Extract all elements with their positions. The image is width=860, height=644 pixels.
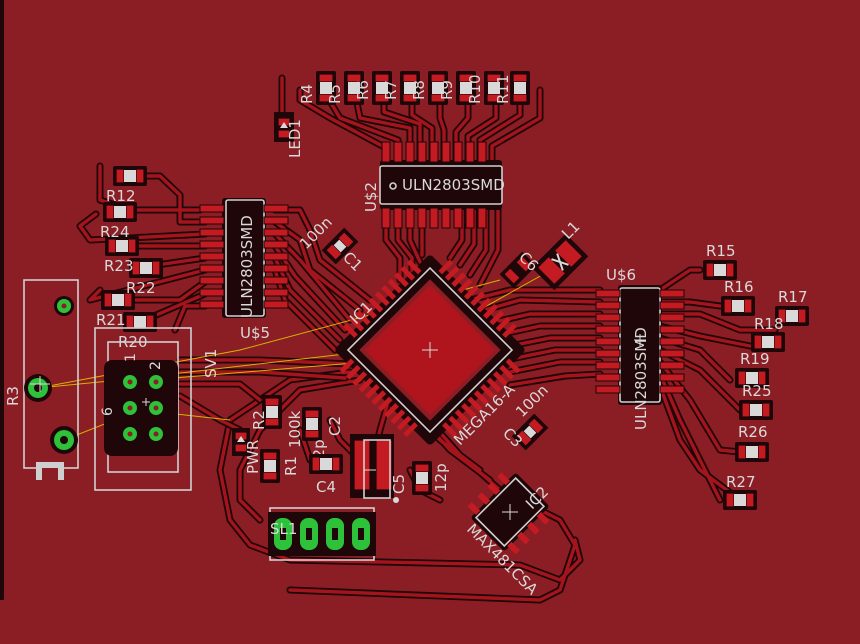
r4-label: R4 xyxy=(298,84,316,104)
pwr-label: PWR xyxy=(244,440,262,474)
r6-label: R6 xyxy=(354,80,372,100)
capacitor-c4[interactable]: C4 xyxy=(308,453,344,496)
r1-label: R1 xyxy=(282,456,300,476)
c2-label: C2 xyxy=(326,416,344,436)
r1-value-label: 100k xyxy=(286,410,304,448)
u5-value-label: ULN2803SMD xyxy=(238,215,256,318)
sv1-pin1-label: 1 xyxy=(123,353,139,362)
connector-sv1[interactable]: SV1 1 2 6 xyxy=(94,327,220,491)
r10-label: R10 xyxy=(466,74,484,104)
r3-label: R3 xyxy=(4,386,22,406)
r9-label: R9 xyxy=(438,80,456,100)
ic-u5[interactable]: ULN2803SMD U$5 xyxy=(199,198,289,342)
u5-name-label: U$5 xyxy=(240,324,270,342)
c5-value-label: 12p xyxy=(432,463,450,492)
r2-label: R2 xyxy=(250,410,268,430)
crystal-q1[interactable] xyxy=(350,434,399,503)
r27-label: R27 xyxy=(726,473,756,491)
r12-label: R12 xyxy=(106,187,136,205)
resistor-bank-right[interactable]: R15 R16 R17 R18 R19 R25 R26 R27 xyxy=(702,242,810,511)
resistor-r1[interactable]: R1 100k xyxy=(259,410,304,484)
sv1-label: SV1 xyxy=(202,349,220,378)
connector-sl1[interactable]: SL1 xyxy=(268,507,376,561)
sv1-pin2-label: 2 xyxy=(148,361,164,370)
pwr-led[interactable]: PWR xyxy=(232,428,262,474)
r16-label: R16 xyxy=(724,278,754,296)
led1[interactable]: LED1 xyxy=(274,112,304,158)
r21-label: R21 xyxy=(96,311,126,329)
ic-u2[interactable]: U$2 ULN2803SMD xyxy=(362,141,505,229)
board-edge-left xyxy=(0,0,4,600)
r5-label: R5 xyxy=(326,84,344,104)
sv1-pin6-label: 6 xyxy=(100,407,116,416)
c4-label: C4 xyxy=(316,478,336,496)
u6-name-label: U$6 xyxy=(606,266,636,284)
r17-label: R17 xyxy=(778,288,808,306)
r8-label: R8 xyxy=(410,80,428,100)
ic-u6[interactable]: U$6 ULN2803SMD xyxy=(595,266,685,430)
r18-label: R18 xyxy=(754,315,784,333)
connector-r3[interactable]: R3 xyxy=(4,279,79,480)
copper-traces xyxy=(76,74,779,604)
r15-label: R15 xyxy=(706,242,736,260)
r25-label: R25 xyxy=(742,382,772,400)
r24-label: R24 xyxy=(100,223,130,241)
r7-label: R7 xyxy=(382,80,400,100)
capacitor-c5[interactable]: C5 12p xyxy=(390,460,450,496)
r23-label: R23 xyxy=(104,257,134,275)
u2-value-label: ULN2803SMD xyxy=(402,176,505,194)
r26-label: R26 xyxy=(738,423,768,441)
r11-label: R11 xyxy=(494,74,512,104)
u6-value-label: ULN2803SMD xyxy=(632,327,650,430)
r19-label: R19 xyxy=(740,350,770,368)
c5-label: C5 xyxy=(390,474,408,494)
r22-label: R22 xyxy=(126,279,156,297)
resistor-bank-top[interactable]: R4 R5 R6 R7 R8 R9 R10 R11 xyxy=(298,70,531,106)
resistor-r2[interactable]: R2 xyxy=(250,394,283,430)
led1-label: LED1 xyxy=(286,119,304,158)
u2-name-label: U$2 xyxy=(362,182,380,212)
ic1-mega16[interactable]: IC1 MEGA16-A xyxy=(320,240,541,461)
sl1-label: SL1 xyxy=(270,520,297,538)
